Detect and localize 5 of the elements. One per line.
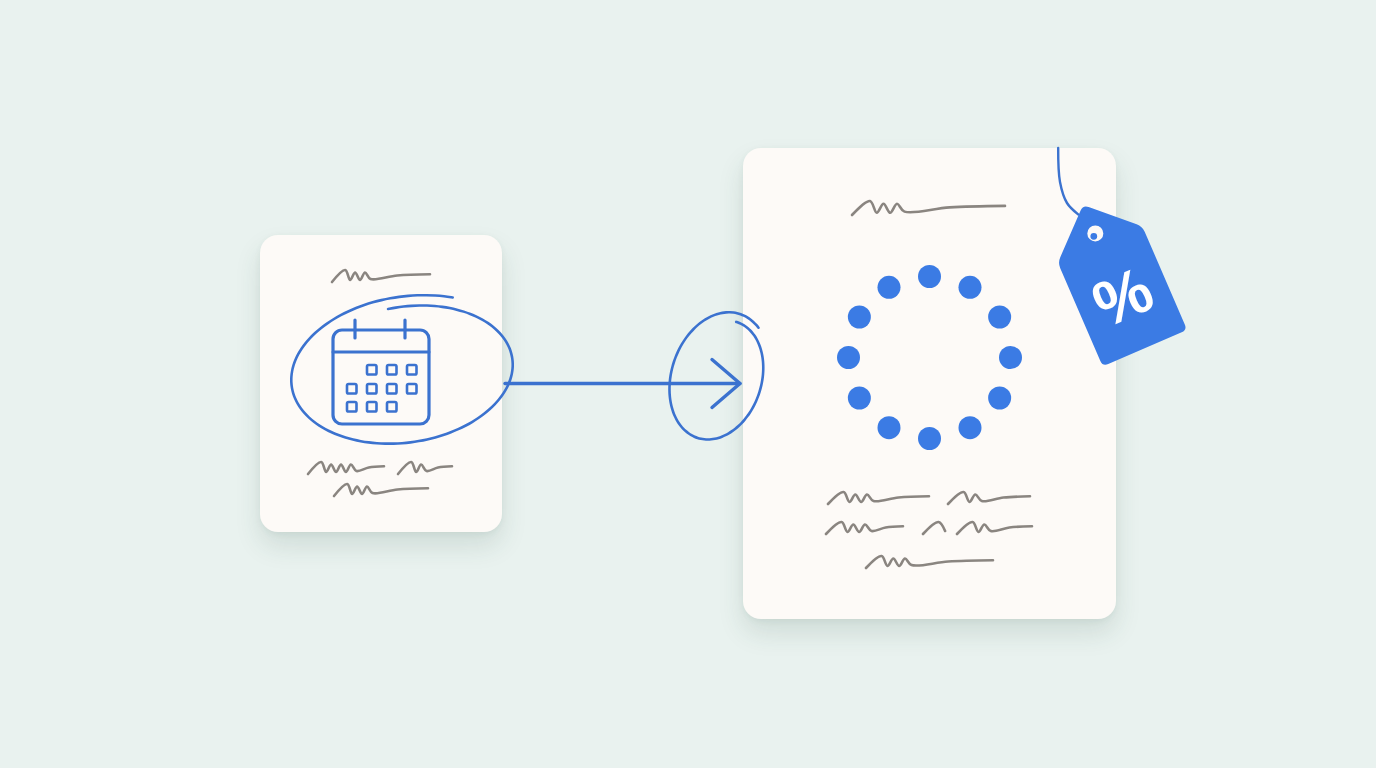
arrow: [503, 357, 742, 410]
document-card: [260, 235, 502, 532]
percent-label: %: [1083, 256, 1162, 338]
tag-string: [1057, 146, 1080, 216]
price-tag: [1057, 205, 1188, 367]
